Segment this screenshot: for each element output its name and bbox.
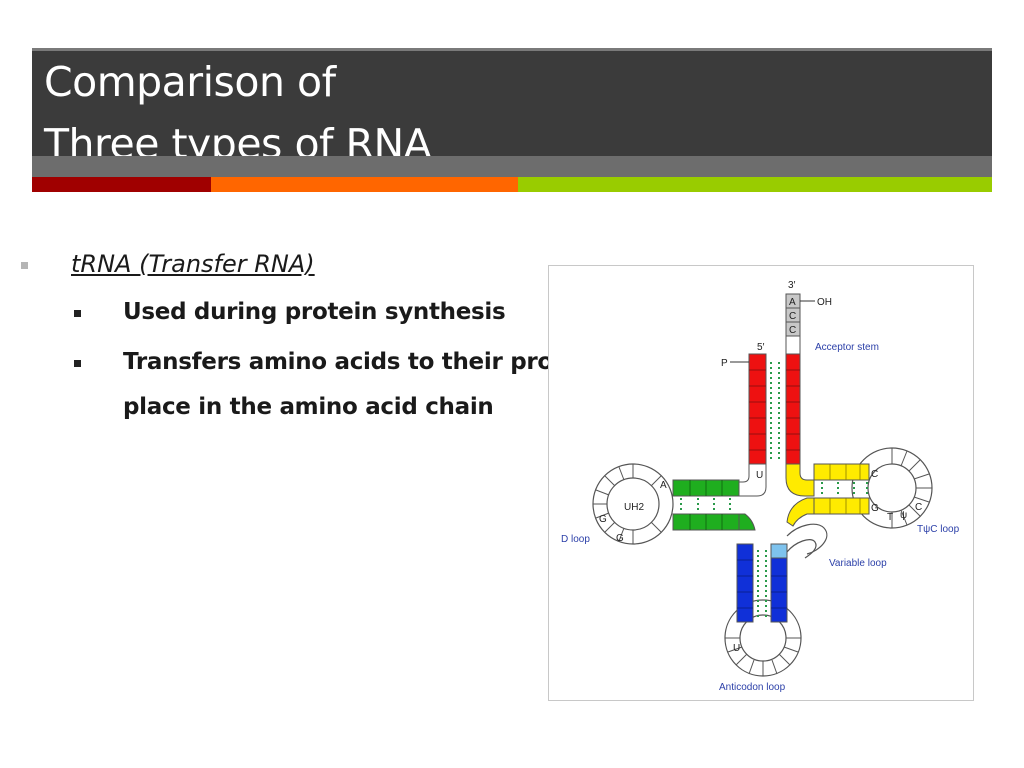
bullet-marker-level1 bbox=[21, 262, 28, 269]
anticodon-stem bbox=[736, 543, 788, 623]
nt-t-c2: C bbox=[915, 502, 922, 513]
label-5prime: 5′ bbox=[757, 342, 765, 353]
bullet-marker-level2-1 bbox=[74, 310, 81, 317]
nt-d-a: A bbox=[660, 480, 667, 491]
bullet-transfers-line1: Transfers amino acids to their proper bbox=[123, 349, 596, 375]
variable-loop bbox=[786, 523, 828, 559]
nt-d-g1: G bbox=[599, 514, 607, 525]
title-bar: Comparison of Three types of RNA bbox=[32, 48, 992, 168]
acceptor-stem bbox=[730, 353, 801, 465]
nt-t-psi: ψ bbox=[900, 510, 907, 521]
nt-d-g2: G bbox=[616, 533, 624, 544]
bullet-transfers-line2: place in the amino acid chain bbox=[123, 394, 494, 420]
stem-elbows bbox=[738, 463, 815, 497]
label-tpsic-loop: TψC loop bbox=[917, 524, 960, 535]
tpsic-loop-ring bbox=[851, 447, 933, 529]
label-oh: OH bbox=[817, 297, 832, 308]
stripe-orange bbox=[211, 177, 518, 192]
nt-acceptor-c2: C bbox=[789, 325, 796, 336]
nt-anticodon-u: U bbox=[733, 643, 740, 654]
bullet-marker-level2-2 bbox=[74, 360, 81, 367]
d-loop-ring bbox=[592, 463, 674, 545]
title-underline-gray bbox=[32, 156, 992, 177]
label-acceptor-stem: Acceptor stem bbox=[815, 342, 879, 353]
anticodon-loop-ring bbox=[724, 599, 802, 677]
bullet-trna: tRNA (Transfer RNA) bbox=[71, 250, 315, 278]
label-anticodon-loop: Anticodon loop bbox=[719, 682, 786, 693]
nt-stem-u: U bbox=[756, 470, 763, 481]
label-variable-loop: Variable loop bbox=[829, 558, 887, 569]
nt-acceptor-a: A bbox=[789, 297, 796, 308]
nt-uh2: UH2 bbox=[624, 502, 644, 513]
nt-t-t: T bbox=[887, 512, 893, 523]
trna-cloverleaf-svg: A C C UH2 A G G U C G T ψ C U 3′ OH 5′ P… bbox=[561, 280, 960, 693]
trna-diagram: A C C UH2 A G G U C G T ψ C U 3′ OH 5′ P… bbox=[548, 265, 974, 701]
d-stem bbox=[672, 479, 756, 531]
label-3prime: 3′ bbox=[788, 280, 796, 291]
color-stripe bbox=[32, 177, 992, 192]
nt-acceptor-c1: C bbox=[789, 311, 796, 322]
label-d-loop: D loop bbox=[561, 534, 590, 545]
nt-t-g: G bbox=[871, 503, 879, 514]
nt-t-c1: C bbox=[871, 469, 878, 480]
bullet-protein-synthesis: Used during protein synthesis bbox=[123, 299, 506, 325]
title-line-1: Comparison of bbox=[44, 58, 336, 106]
acceptor-3prime-end bbox=[785, 293, 815, 355]
tpsic-stem bbox=[786, 463, 870, 527]
stripe-green bbox=[518, 177, 992, 192]
label-p: P bbox=[721, 358, 728, 369]
stripe-dark-red bbox=[32, 177, 211, 192]
